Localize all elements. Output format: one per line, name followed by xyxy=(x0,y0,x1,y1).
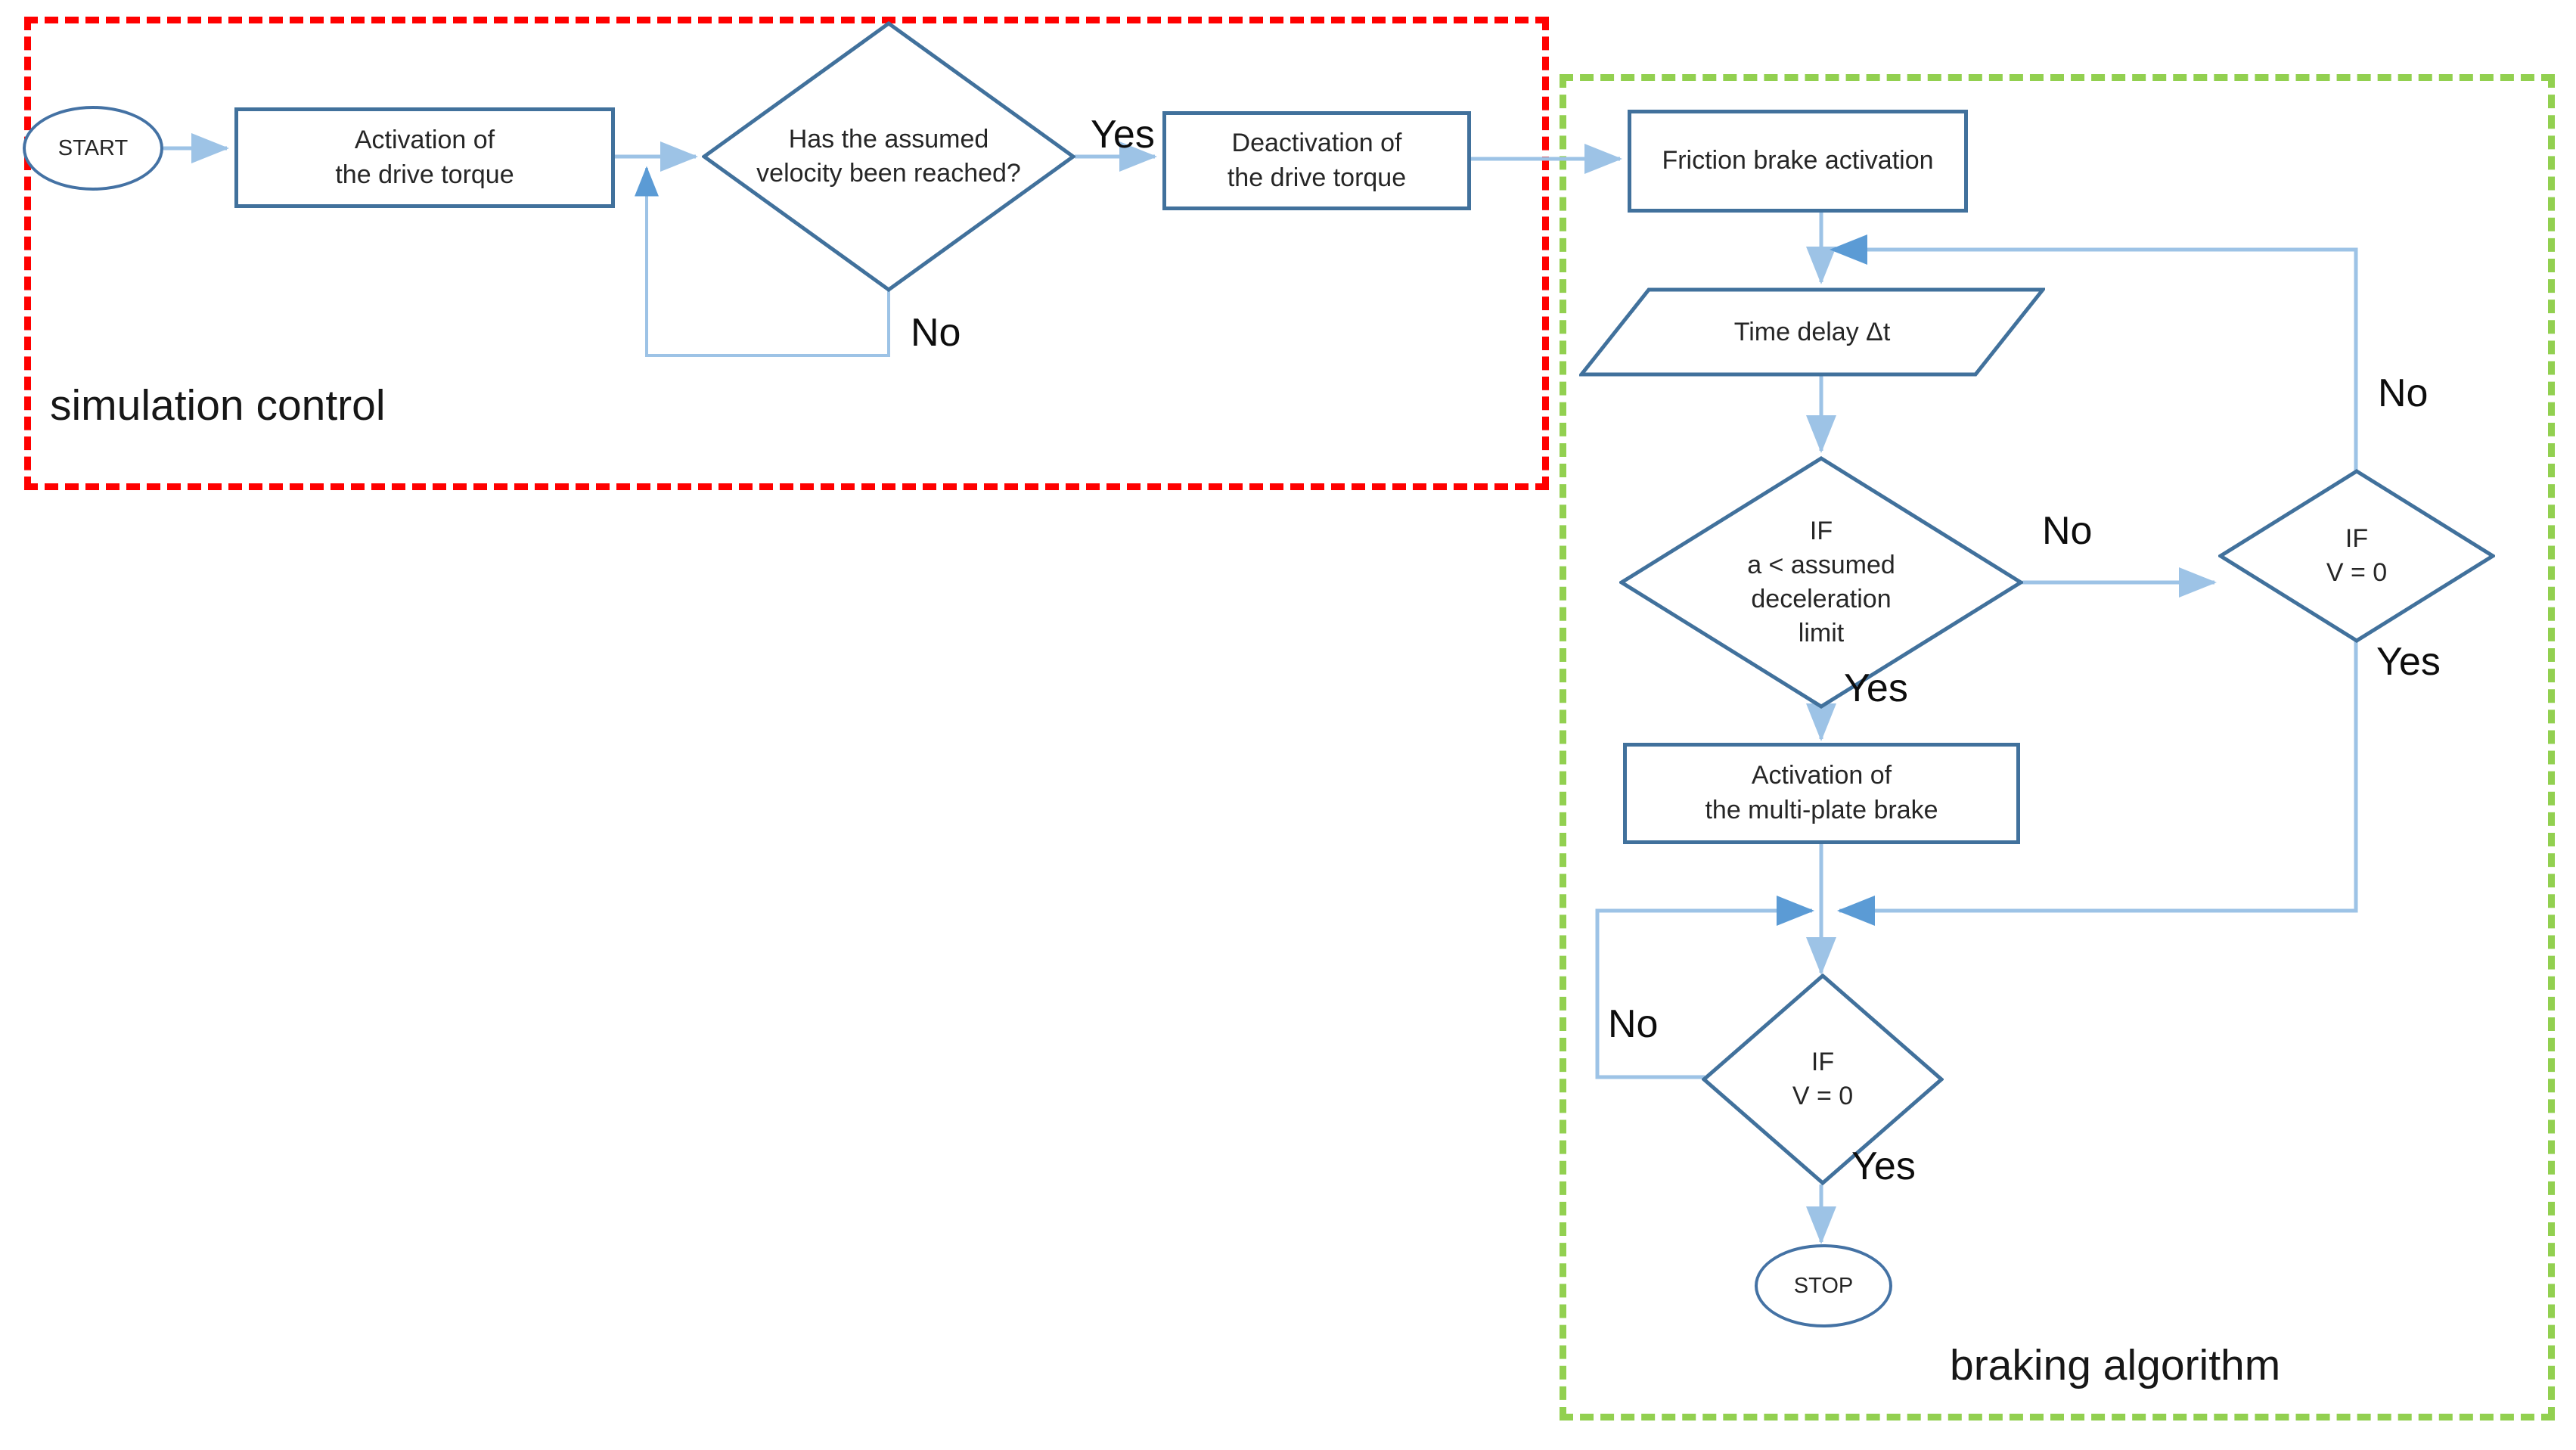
edge-label-decel-no: No xyxy=(2042,509,2093,553)
edge-label-decel-yes: Yes xyxy=(1844,666,1908,710)
node-deceleration-check[interactable]: IF a < assumed deceleration limit xyxy=(1619,456,2023,709)
decision-shape xyxy=(1619,456,2023,709)
edge-label-velocity-yes: Yes xyxy=(1091,113,1155,157)
edge-velocity-no-loop xyxy=(635,166,890,357)
node-time-delay[interactable]: Time delay Δt xyxy=(1579,287,2045,377)
edge-vzero-bottom-no xyxy=(1595,896,1815,1079)
edge-vzero-right-yes xyxy=(1836,640,2358,926)
group-label-braking-algorithm: braking algorithm xyxy=(1950,1341,2281,1389)
group-simulation-control xyxy=(24,17,1549,490)
node-friction-brake-activation-label: Friction brake activation xyxy=(1662,146,1934,175)
edge-label-velocity-no: No xyxy=(911,311,961,355)
decision-shape xyxy=(702,21,1075,292)
edge-label-vzero-bottom-no: No xyxy=(1608,1002,1659,1046)
node-v-zero-right[interactable]: IF V = 0 xyxy=(2218,469,2495,643)
node-activation-drive-torque-label: Activation of the drive torque xyxy=(335,125,514,189)
edge-label-vzero-bottom-yes: Yes xyxy=(1851,1144,1916,1188)
node-multi-plate-brake[interactable]: Activation of the multi-plate brake xyxy=(1623,743,2020,844)
node-start-label: START xyxy=(57,135,129,160)
node-start[interactable]: START xyxy=(23,106,163,191)
node-multi-plate-brake-label: Activation of the multi-plate brake xyxy=(1705,761,1938,824)
edge-vzero-right-no xyxy=(1829,234,2358,470)
node-time-delay-label: Time delay Δt xyxy=(1733,317,1891,346)
node-stop[interactable]: STOP xyxy=(1755,1244,1892,1327)
decision-shape xyxy=(2218,469,2495,643)
node-friction-brake-activation[interactable]: Friction brake activation xyxy=(1628,110,1968,213)
decision-shape xyxy=(1702,973,1944,1185)
node-stop-label: STOP xyxy=(1793,1273,1854,1298)
node-deactivation-drive-torque-label: Deactivation of the drive torque xyxy=(1227,128,1407,192)
group-label-simulation-control: simulation control xyxy=(50,381,386,430)
data-shape xyxy=(1579,287,2045,377)
group-braking-algorithm xyxy=(1560,74,2555,1421)
node-deactivation-drive-torque[interactable]: Deactivation of the drive torque xyxy=(1162,111,1471,210)
edge-label-vzero-right-yes: Yes xyxy=(2376,640,2441,684)
node-velocity-check[interactable]: Has the assumed velocity been reached? xyxy=(702,21,1075,292)
edge-label-vzero-right-no: No xyxy=(2378,371,2429,415)
node-activation-drive-torque[interactable]: Activation of the drive torque xyxy=(234,107,615,208)
